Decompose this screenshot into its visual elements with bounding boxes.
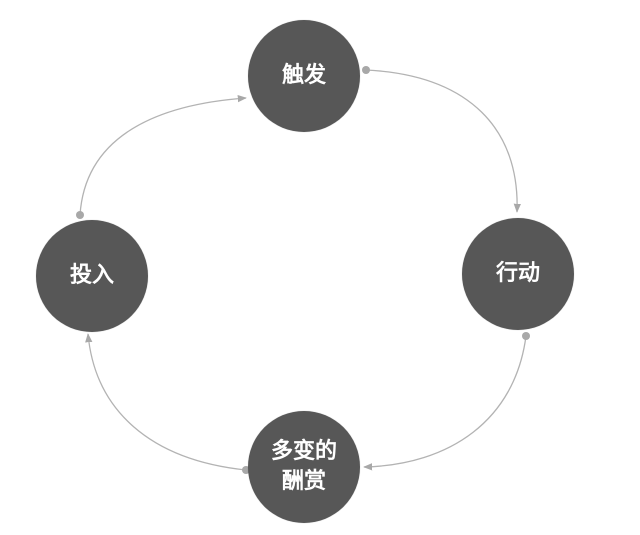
connector-invest-to-trigger: [79, 94, 247, 216]
connector-start-dot-invest: [76, 211, 84, 219]
node-invest-label: 投入: [69, 263, 114, 288]
node-trigger-label: 触发: [281, 63, 326, 88]
node-reward-label-line2: 酬赏: [281, 469, 326, 494]
node-action-label: 行动: [495, 261, 540, 286]
connector-action-to-reward: [363, 335, 527, 471]
node-variable-reward: 多变的 酬赏: [248, 411, 360, 523]
connector-reward-to-invest: [85, 333, 247, 471]
node-reward-label-line1: 多变的: [270, 439, 337, 464]
connector-start-dot-action: [522, 332, 530, 340]
node-trigger: 触发: [248, 20, 360, 132]
node-investment: 投入: [36, 220, 148, 332]
connector-trigger-to-action: [365, 69, 521, 213]
connector-start-dot-trigger: [362, 66, 370, 74]
node-action: 行动: [462, 218, 574, 330]
